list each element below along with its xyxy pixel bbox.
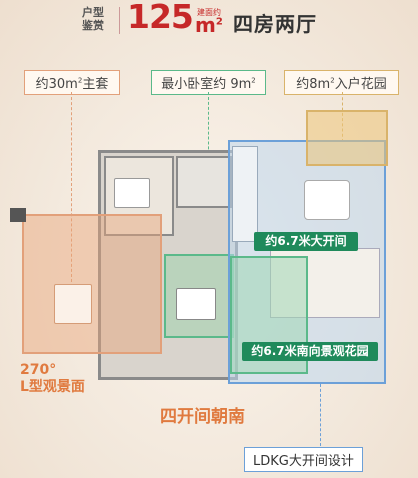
unit-type-title: 四房两厅 (233, 12, 317, 36)
view-angle: 270° (20, 362, 57, 378)
header-tag: 户型 鉴赏 (73, 6, 113, 32)
label-south-garden: 约6.7米南向景观花园 (242, 342, 378, 361)
callout-bedroom-text: 最小卧室约 9m (161, 77, 252, 92)
header-divider (119, 7, 120, 34)
callout-bedroom-sup: 2 (251, 76, 256, 85)
callout-master-post: 主套 (82, 77, 109, 92)
bathroom (176, 156, 232, 208)
kitchen-counter (232, 146, 258, 242)
ldkg-label: LDKG大开间设计 (244, 447, 363, 472)
ldkg-leader-line (320, 384, 321, 446)
floor-plan: 约6.7米大开间 约6.7米南向景观花园 (10, 110, 390, 384)
area-unit: m2 (195, 13, 223, 37)
callout-garden-pre: 约8m (296, 77, 331, 92)
master-suite-zone (22, 214, 162, 354)
wall-block (10, 208, 26, 222)
label-open-space: 约6.7米大开间 (254, 232, 358, 251)
view-shape: L型观景面 (20, 379, 85, 395)
callout-entry-garden: 约8m2入户花园 (284, 70, 399, 95)
callout-garden-sup: 2 (330, 76, 335, 85)
area-unit-sup: 2 (215, 16, 223, 28)
upper-bed (114, 178, 150, 208)
callout-master-suite: 约30m2主套 (24, 70, 120, 95)
view-annotation: 270° L型观景面 (20, 362, 85, 396)
south-facing-label: 四开间朝南 (160, 407, 245, 427)
dining-table (304, 180, 350, 220)
callout-master-pre: 约30m (35, 77, 78, 92)
area-prefix: 建面约 (197, 8, 221, 17)
callout-master-sup: 2 (77, 76, 83, 85)
entry-garden-zone (306, 110, 388, 166)
area-unit-base: m (195, 13, 216, 37)
small-bed (176, 288, 216, 320)
header-tag-line2: 鉴赏 (82, 19, 104, 32)
master-leader-line (71, 92, 72, 282)
header-tag-line1: 户型 (82, 6, 104, 19)
master-bed (54, 284, 92, 324)
area-number: 125 (127, 0, 194, 36)
callout-garden-post: 入户花园 (334, 77, 387, 92)
